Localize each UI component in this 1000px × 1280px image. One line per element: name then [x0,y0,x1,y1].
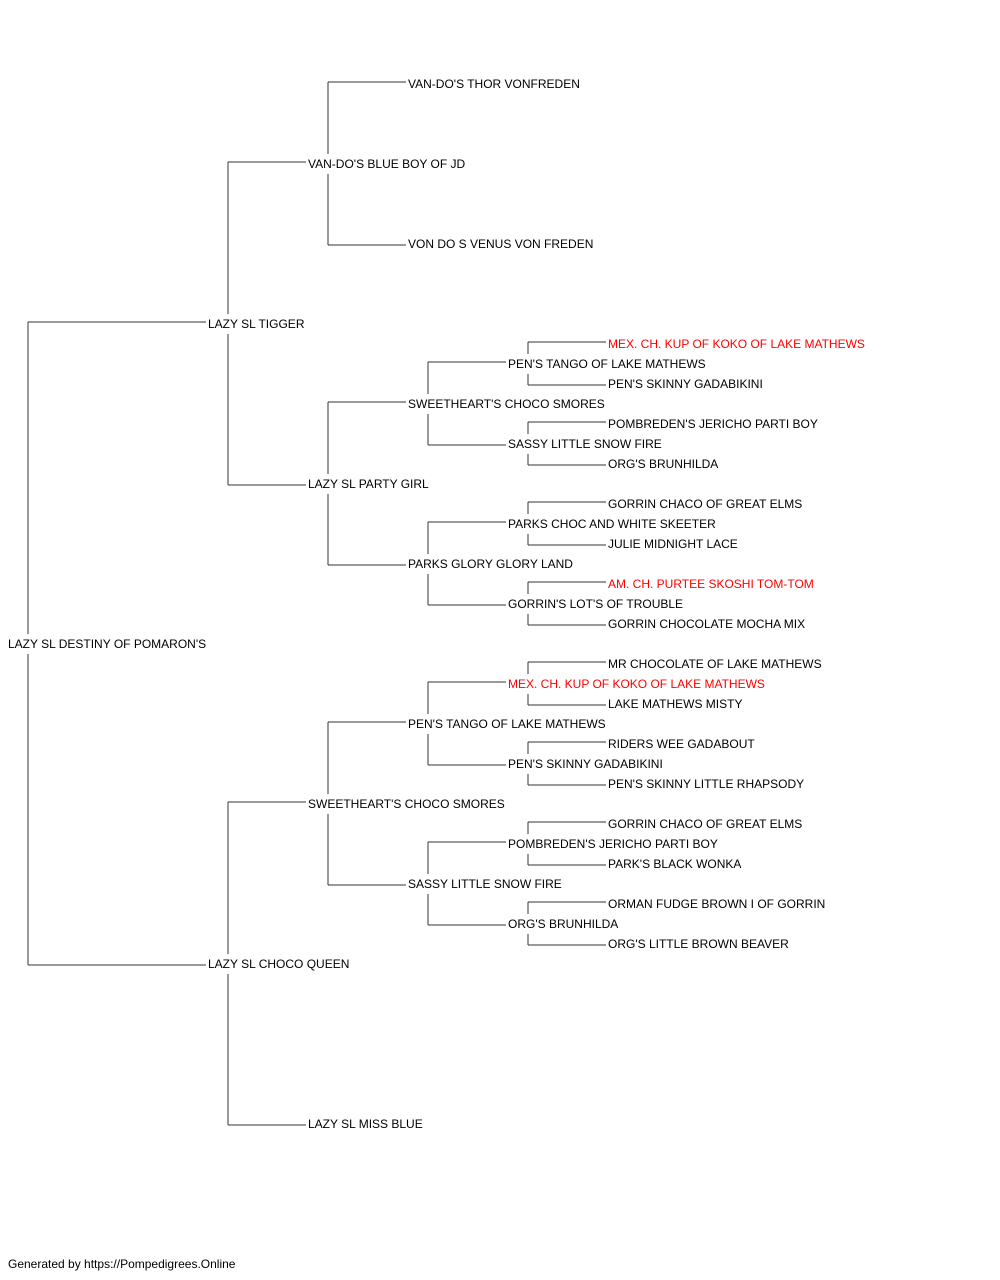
ancestor-name: LAZY SL PARTY GIRL [308,477,429,491]
ancestor-name: JULIE MIDNIGHT LACE [608,537,738,551]
ancestor-name: LAZY SL MISS BLUE [308,1117,423,1131]
ancestor-name: PEN'S TANGO OF LAKE MATHEWS [408,717,606,731]
ancestor-name: AM. CH. PURTEE SKOSHI TOM-TOM [608,577,814,591]
ancestor-name: GORRIN CHACO OF GREAT ELMS [608,497,803,511]
ancestor-name: GORRIN'S LOT'S OF TROUBLE [508,597,684,611]
ancestor-name: VAN-DO'S BLUE BOY OF JD [308,157,466,171]
ancestor-name: SASSY LITTLE SNOW FIRE [508,437,662,451]
ancestor-name: LAZY SL TIGGER [208,317,305,331]
ancestor-name: ORG'S BRUNHILDA [508,917,619,931]
ancestor-name: MEX. CH. KUP OF KOKO OF LAKE MATHEWS [508,677,765,691]
ancestor-name: ORG'S LITTLE BROWN BEAVER [608,937,789,951]
ancestor-name: LAKE MATHEWS MISTY [608,697,743,711]
ancestor-name: PEN'S SKINNY GADABIKINI [508,757,663,771]
ancestor-name: VON DO S VENUS VON FREDEN [408,237,594,251]
ancestor-name: GORRIN CHACO OF GREAT ELMS [608,817,803,831]
ancestor-name: SASSY LITTLE SNOW FIRE [408,877,562,891]
ancestor-name: PARKS CHOC AND WHITE SKEETER [508,517,716,531]
ancestor-name: PARKS GLORY GLORY LAND [408,557,573,571]
generated-by-footer: Generated by https://Pompedigrees.Online [8,1257,236,1271]
ancestor-name: PEN'S SKINNY LITTLE RHAPSODY [608,777,805,791]
ancestor-name: PEN'S TANGO OF LAKE MATHEWS [508,357,706,371]
ancestor-name: RIDERS WEE GADABOUT [608,737,755,751]
ancestor-name: ORMAN FUDGE BROWN I OF GORRIN [608,897,826,911]
ancestor-name: LAZY SL CHOCO QUEEN [208,957,350,971]
ancestor-name: PARK'S BLACK WONKA [608,857,742,871]
subject-dog-name: LAZY SL DESTINY OF POMARON'S [8,637,207,651]
ancestor-name: SWEETHEART'S CHOCO SMORES [408,397,605,411]
ancestor-name: VAN-DO'S THOR VONFREDEN [408,77,580,91]
ancestor-name: GORRIN CHOCOLATE MOCHA MIX [608,617,806,631]
ancestor-name: MEX. CH. KUP OF KOKO OF LAKE MATHEWS [608,337,865,351]
ancestor-name: PEN'S SKINNY GADABIKINI [608,377,763,391]
ancestor-name: POMBREDEN'S JERICHO PARTI BOY [608,417,818,431]
ancestor-name: ORG'S BRUNHILDA [608,457,719,471]
ancestor-name: POMBREDEN'S JERICHO PARTI BOY [508,837,718,851]
ancestor-name: SWEETHEART'S CHOCO SMORES [308,797,505,811]
ancestor-name: MR CHOCOLATE OF LAKE MATHEWS [608,657,822,671]
